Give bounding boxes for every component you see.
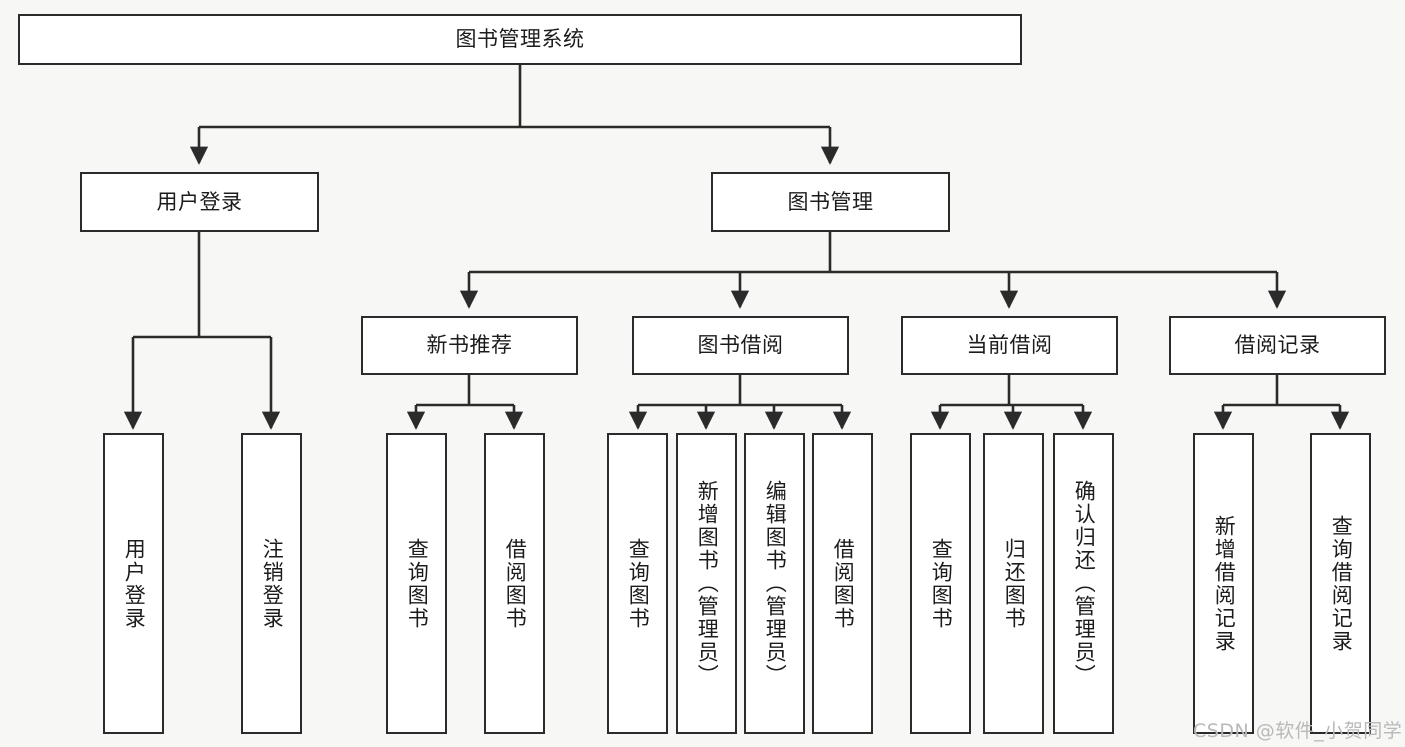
node-root-book-management-system[interactable]: 图书管理系统 (18, 14, 1022, 65)
node-label: 查询借阅记录 (1329, 514, 1354, 653)
node-label: 查询图书 (405, 537, 430, 630)
leaf-borrow-book[interactable]: 借阅图书 (812, 433, 873, 734)
node-label: 确认归还（管理员） (1072, 480, 1097, 687)
node-label: 借阅图书 (503, 537, 528, 630)
leaf-confirm-return-admin[interactable]: 确认归还（管理员） (1053, 433, 1114, 734)
leaf-add-borrow-record[interactable]: 新增借阅记录 (1193, 433, 1254, 734)
node-book-borrow[interactable]: 图书借阅 (632, 316, 849, 375)
node-user-login[interactable]: 用户登录 (80, 172, 319, 232)
watermark: CSDN @软件_小贺同学 (1193, 720, 1403, 742)
node-label: 用户登录 (122, 537, 147, 630)
node-label: 查询图书 (626, 537, 651, 630)
node-label: 新增借阅记录 (1212, 514, 1237, 653)
node-label: 查询图书 (929, 537, 954, 630)
node-label: 图书管理 (787, 189, 874, 214)
leaf-user-login[interactable]: 用户登录 (103, 433, 164, 734)
leaf-user-logout[interactable]: 注销登录 (241, 433, 302, 734)
node-label: 借阅图书 (831, 537, 856, 630)
node-label: 新书推荐 (426, 333, 513, 358)
node-label: 图书管理系统 (455, 27, 585, 52)
leaf-borrow-book-recommend[interactable]: 借阅图书 (484, 433, 545, 734)
leaf-edit-book-admin[interactable]: 编辑图书（管理员） (744, 433, 805, 734)
node-label: 当前借阅 (966, 333, 1053, 358)
leaf-search-book-borrow[interactable]: 查询图书 (607, 433, 668, 734)
node-label: 借阅记录 (1234, 333, 1321, 358)
leaf-search-book-current[interactable]: 查询图书 (910, 433, 971, 734)
leaf-add-book-admin[interactable]: 新增图书（管理员） (676, 433, 737, 734)
node-label: 注销登录 (260, 537, 285, 630)
leaf-search-borrow-record[interactable]: 查询借阅记录 (1310, 433, 1371, 734)
node-book-management[interactable]: 图书管理 (711, 172, 950, 232)
node-label: 图书借阅 (697, 333, 784, 358)
node-label: 归还图书 (1002, 537, 1027, 630)
node-label: 新增图书（管理员） (695, 480, 720, 687)
node-current-borrow[interactable]: 当前借阅 (901, 316, 1118, 375)
node-label: 用户登录 (156, 189, 243, 214)
leaf-search-book-recommend[interactable]: 查询图书 (386, 433, 447, 734)
leaf-return-book[interactable]: 归还图书 (983, 433, 1044, 734)
node-label: 编辑图书（管理员） (763, 480, 788, 687)
node-borrow-record[interactable]: 借阅记录 (1169, 316, 1386, 375)
node-new-book-recommend[interactable]: 新书推荐 (361, 316, 578, 375)
